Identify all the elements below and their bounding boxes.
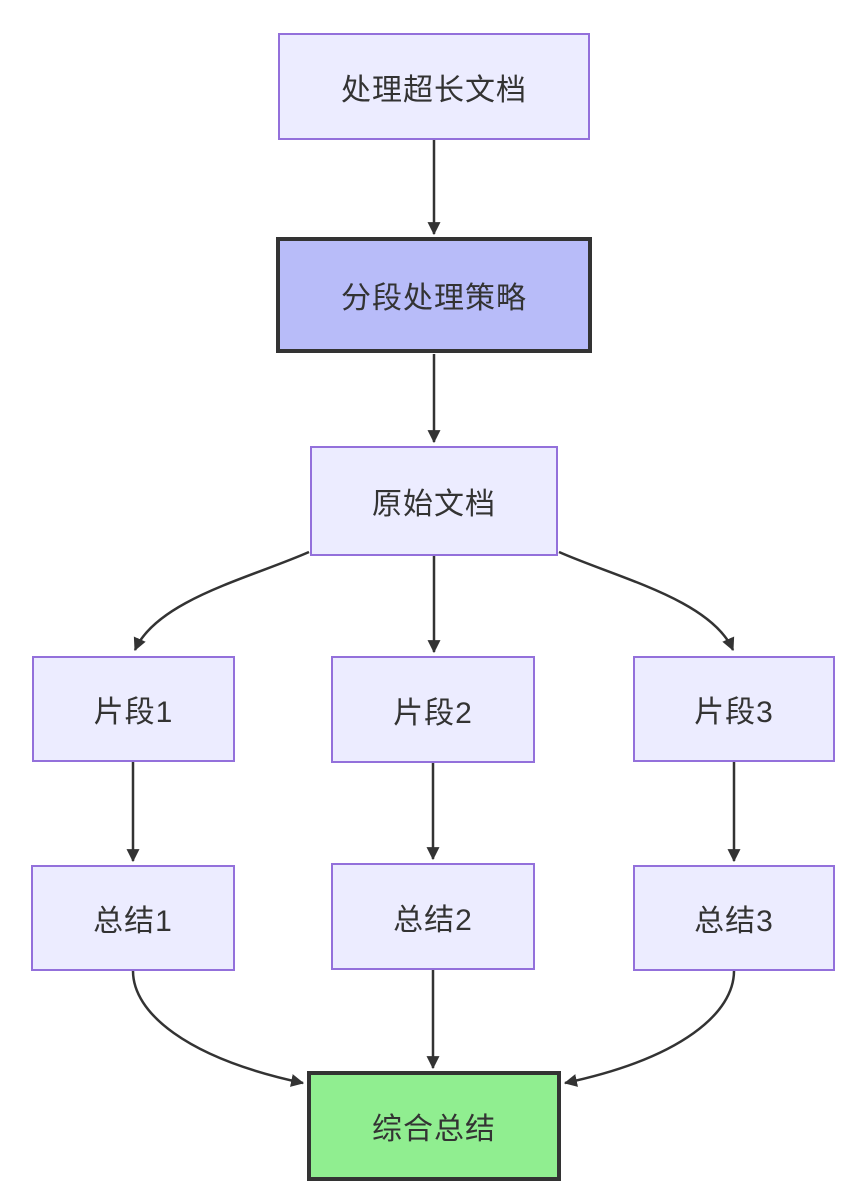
node-fragment-3: 片段3 xyxy=(633,656,835,762)
node-original-document: 原始文档 xyxy=(310,446,558,556)
edge-original-fragment1 xyxy=(133,550,310,651)
node-segmentation-strategy: 分段处理策略 xyxy=(276,237,592,353)
node-label: 分段处理策略 xyxy=(341,282,527,315)
node-fragment-1: 片段1 xyxy=(32,656,235,762)
edge-summary1-final xyxy=(131,970,305,1087)
node-label: 总结1 xyxy=(93,905,173,938)
node-label: 处理超长文档 xyxy=(341,73,527,107)
node-label: 片段2 xyxy=(393,696,473,730)
node-summary-3: 总结3 xyxy=(633,865,835,971)
node-label: 总结3 xyxy=(694,905,774,938)
node-summary-1: 总结1 xyxy=(31,865,235,971)
node-combined-summary: 综合总结 xyxy=(307,1071,561,1181)
node-summary-2: 总结2 xyxy=(331,863,535,970)
node-label: 原始文档 xyxy=(372,488,496,521)
edge-summary3-final xyxy=(563,970,736,1087)
edge-original-fragment3 xyxy=(558,550,735,651)
node-process-long-document: 处理超长文档 xyxy=(278,33,590,140)
node-label: 片段1 xyxy=(93,696,174,729)
node-label: 综合总结 xyxy=(372,1113,496,1146)
node-label: 片段3 xyxy=(694,696,774,729)
node-fragment-2: 片段2 xyxy=(331,656,535,763)
node-label: 总结2 xyxy=(393,903,473,937)
